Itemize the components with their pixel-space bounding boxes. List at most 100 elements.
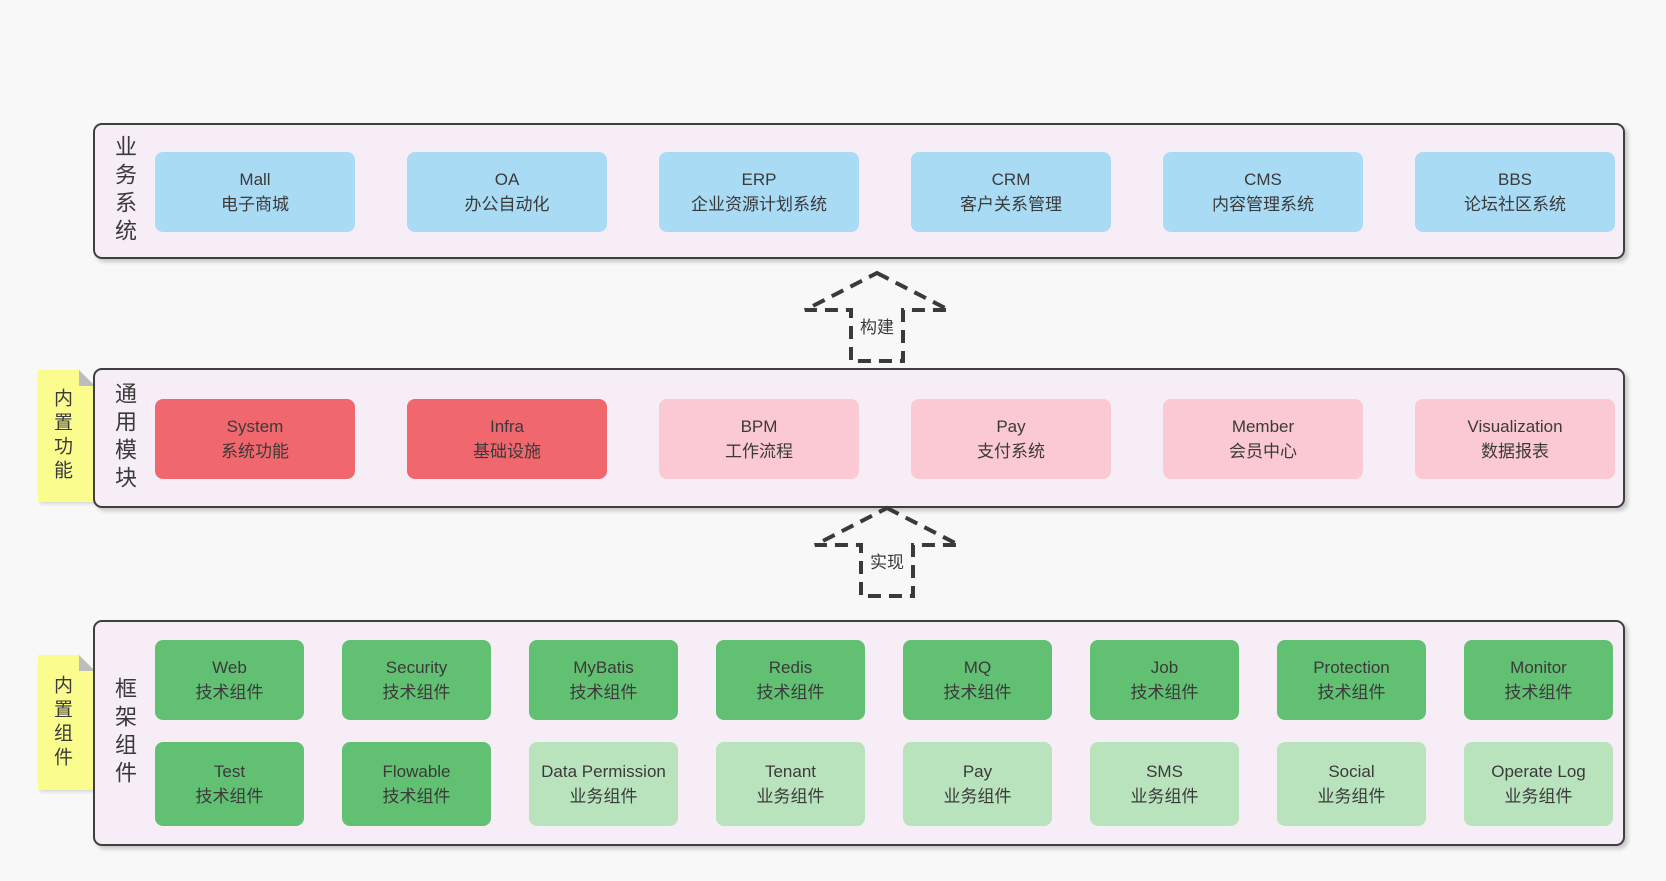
- box-erp: ERP 企业资源计划系统: [659, 152, 859, 232]
- box-mall: Mall 电子商城: [155, 152, 355, 232]
- box-subtitle: 论坛社区系统: [1464, 195, 1566, 214]
- box-subtitle: 企业资源计划系统: [691, 195, 827, 214]
- box-title: OA: [494, 170, 520, 189]
- box-protection: Protection 技术组件: [1277, 640, 1426, 720]
- band-side-label: 框架组件: [112, 677, 137, 789]
- box-web: Web 技术组件: [155, 640, 304, 720]
- box-title: CRM: [991, 170, 1031, 189]
- box-bpm: BPM 工作流程: [659, 399, 859, 479]
- box-subtitle: 业务组件: [1317, 787, 1386, 806]
- box-redis: Redis 技术组件: [716, 640, 865, 720]
- box-title: SMS: [1146, 762, 1183, 781]
- box-system: System 系统功能: [155, 399, 355, 479]
- box-title: Redis: [768, 658, 813, 677]
- box-subtitle: 技术组件: [195, 683, 264, 702]
- box-title: System: [226, 417, 284, 436]
- box-pay: Pay 支付系统: [911, 399, 1111, 479]
- module-row: Mall 电子商城 OA 办公自动化 ERP 企业资源计划系统 CRM 客户关系管理 CMS 内容…: [155, 152, 1615, 232]
- box-subtitle: 基础设施: [473, 442, 541, 461]
- box-title: Protection: [1313, 658, 1390, 677]
- box-subtitle: 业务组件: [756, 787, 825, 806]
- box-subtitle: 电子商城: [221, 195, 289, 214]
- module-row: System 系统功能 Infra 基础设施 BPM 工作流程 Pay 支付系统 Member 会…: [155, 399, 1615, 479]
- box-title: Pay: [962, 762, 993, 781]
- box-subtitle: 技术组件: [1317, 683, 1386, 702]
- box-bbs: BBS 论坛社区系统: [1415, 152, 1615, 232]
- box-social: Social 业务组件: [1277, 742, 1426, 826]
- box-subtitle: 技术组件: [943, 683, 1012, 702]
- box-title: Security: [385, 658, 448, 677]
- band-side-label: 通用模块: [112, 382, 137, 494]
- box-subtitle: 会员中心: [1229, 442, 1297, 461]
- box-sms: SMS 业务组件: [1090, 742, 1239, 826]
- box-subtitle: 业务组件: [569, 787, 638, 806]
- box-subtitle: 业务组件: [1130, 787, 1199, 806]
- box-tenant: Tenant 业务组件: [716, 742, 865, 826]
- box-subtitle: 业务组件: [1504, 787, 1573, 806]
- box-title: Visualization: [1467, 417, 1563, 436]
- box-monitor: Monitor 技术组件: [1464, 640, 1613, 720]
- sticky-note-label: 内置组件: [51, 674, 72, 771]
- box-title: Monitor: [1510, 658, 1567, 677]
- box-title: ERP: [741, 170, 777, 189]
- box-title: Web: [212, 658, 247, 677]
- box-title: MyBatis: [573, 658, 634, 677]
- box-title: Test: [213, 762, 246, 781]
- box-title: Pay: [996, 417, 1026, 436]
- box-title: Mall: [239, 170, 271, 189]
- box-data-permission: Data Permission 业务组件: [529, 742, 678, 826]
- box-subtitle: 技术组件: [569, 683, 638, 702]
- box-mq: MQ 技术组件: [903, 640, 1052, 720]
- band-business-systems: 业务系统 Mall 电子商城 OA 办公自动化 ERP 企业资源计划系统 CRM 客户关系管理…: [93, 123, 1625, 259]
- box-title: Infra: [489, 417, 525, 436]
- box-subtitle: 系统功能: [221, 442, 289, 461]
- band-side-label: 业务系统: [112, 135, 137, 247]
- box-title: MQ: [963, 658, 992, 677]
- box-title: CMS: [1244, 170, 1282, 189]
- box-test: Test 技术组件: [155, 742, 304, 826]
- box-flowable: Flowable 技术组件: [342, 742, 491, 826]
- box-subtitle: 技术组件: [195, 787, 264, 806]
- box-title: Social: [1328, 762, 1375, 781]
- box-subtitle: 办公自动化: [464, 195, 550, 214]
- sticky-note-builtin-features: 内置功能: [38, 370, 95, 502]
- arrow-label: 实现: [867, 547, 907, 574]
- box-oa: OA 办公自动化: [407, 152, 607, 232]
- dashed-up-arrow-icon: [804, 270, 950, 363]
- box-subtitle: 技术组件: [756, 683, 825, 702]
- sticky-note-label: 内置功能: [51, 388, 72, 484]
- box-subtitle: 技术组件: [382, 683, 451, 702]
- box-subtitle: 技术组件: [382, 787, 451, 806]
- box-infra: Infra 基础设施: [407, 399, 607, 479]
- box-security: Security 技术组件: [342, 640, 491, 720]
- dashed-up-arrow-icon: [814, 505, 960, 598]
- box-subtitle: 客户关系管理: [960, 195, 1062, 214]
- box-subtitle: 支付系统: [977, 442, 1045, 461]
- box-title: BPM: [740, 417, 778, 436]
- box-title: Job: [1150, 658, 1179, 677]
- box-subtitle: 技术组件: [1130, 683, 1199, 702]
- sticky-note-builtin-components: 内置组件: [38, 655, 95, 790]
- box-job: Job 技术组件: [1090, 640, 1239, 720]
- box-title: Flowable: [382, 762, 451, 781]
- box-pay: Pay 业务组件: [903, 742, 1052, 826]
- implement-arrow: 实现: [812, 505, 962, 600]
- box-subtitle: 工作流程: [725, 442, 793, 461]
- arrow-label: 构建: [857, 312, 897, 339]
- band-common-modules: 通用模块 System 系统功能 Infra 基础设施 BPM 工作流程 Pay 支付系统 Me…: [93, 368, 1625, 508]
- box-title: Member: [1231, 417, 1295, 436]
- box-subtitle: 技术组件: [1504, 683, 1573, 702]
- box-subtitle: 业务组件: [943, 787, 1012, 806]
- box-crm: CRM 客户关系管理: [911, 152, 1111, 232]
- box-title: Tenant: [764, 762, 817, 781]
- box-cms: CMS 内容管理系统: [1163, 152, 1363, 232]
- box-subtitle: 内容管理系统: [1212, 195, 1314, 214]
- build-arrow: 构建: [802, 270, 952, 365]
- box-title: Data Permission: [541, 762, 666, 781]
- box-title: BBS: [1497, 170, 1533, 189]
